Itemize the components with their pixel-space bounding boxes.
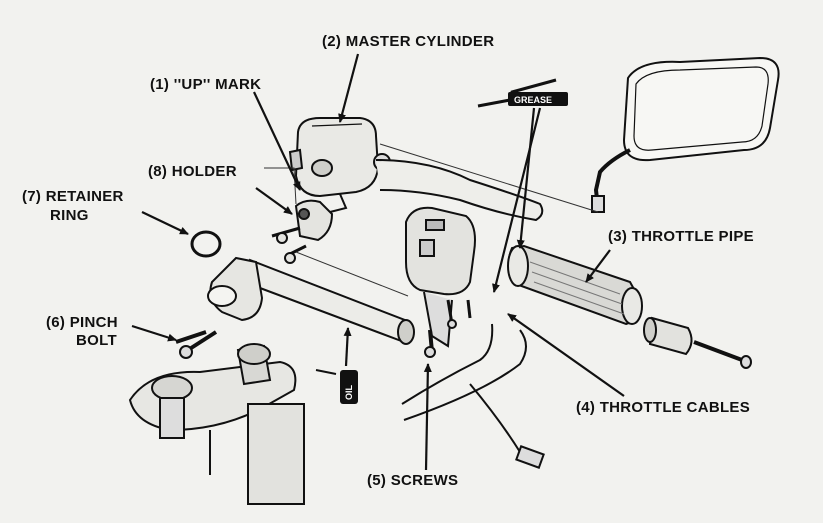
holder-clamp — [271, 199, 334, 264]
arrow-holder — [255, 187, 293, 215]
label-throttle-cables: (4) THROTTLE CABLES — [576, 399, 751, 416]
arrow-throttle-pipe — [585, 249, 611, 283]
fork-top-bridge — [128, 330, 305, 505]
screws — [424, 319, 457, 358]
oil-tag-label: OIL — [344, 384, 354, 400]
arrow-pinch-bolt — [131, 324, 177, 342]
arrow-oil — [343, 327, 352, 367]
arrow-retainer-ring — [141, 211, 189, 235]
throttle-grip — [507, 244, 643, 326]
arrow-master-cylinder — [338, 53, 360, 123]
callout-arrows — [131, 53, 625, 471]
label-master-cylinder: (2) MASTER CYLINDER — [322, 33, 495, 50]
label-throttle-pipe: (3) THROTTLE PIPE — [608, 228, 754, 245]
master-cylinder — [288, 117, 544, 222]
arrow-screws — [423, 363, 432, 471]
label-retainer-ring-line2: RING — [50, 207, 89, 224]
label-up-mark: (1) ''UP'' MARK — [150, 76, 262, 93]
bar-end-weight — [643, 316, 752, 369]
arrow-throttle-cables — [507, 313, 625, 397]
oil-can: OIL — [315, 369, 358, 404]
label-pinch-bolt-line2: BOLT — [76, 332, 117, 349]
grease-tag-label: GREASE — [514, 95, 552, 105]
grease-tube: GREASE — [477, 78, 568, 108]
assembly-guide-lines — [264, 143, 599, 297]
label-pinch-bolt-line1: (6) PINCH — [46, 314, 118, 331]
label-holder: (8) HOLDER — [148, 163, 237, 180]
handlebar-pipe — [207, 256, 415, 345]
arrow-grease-1 — [516, 107, 536, 249]
label-retainer-ring-line1: (7) RETAINER — [22, 188, 124, 205]
pinch-bolt — [179, 330, 218, 359]
mirror — [591, 56, 780, 213]
throttle-cables — [401, 299, 545, 469]
label-screws: (5) SCREWS — [367, 472, 459, 489]
retainer-ring — [190, 230, 222, 258]
arrow-grease-2 — [492, 107, 542, 293]
arrow-up-mark — [253, 91, 301, 191]
switch-housing — [405, 206, 476, 353]
